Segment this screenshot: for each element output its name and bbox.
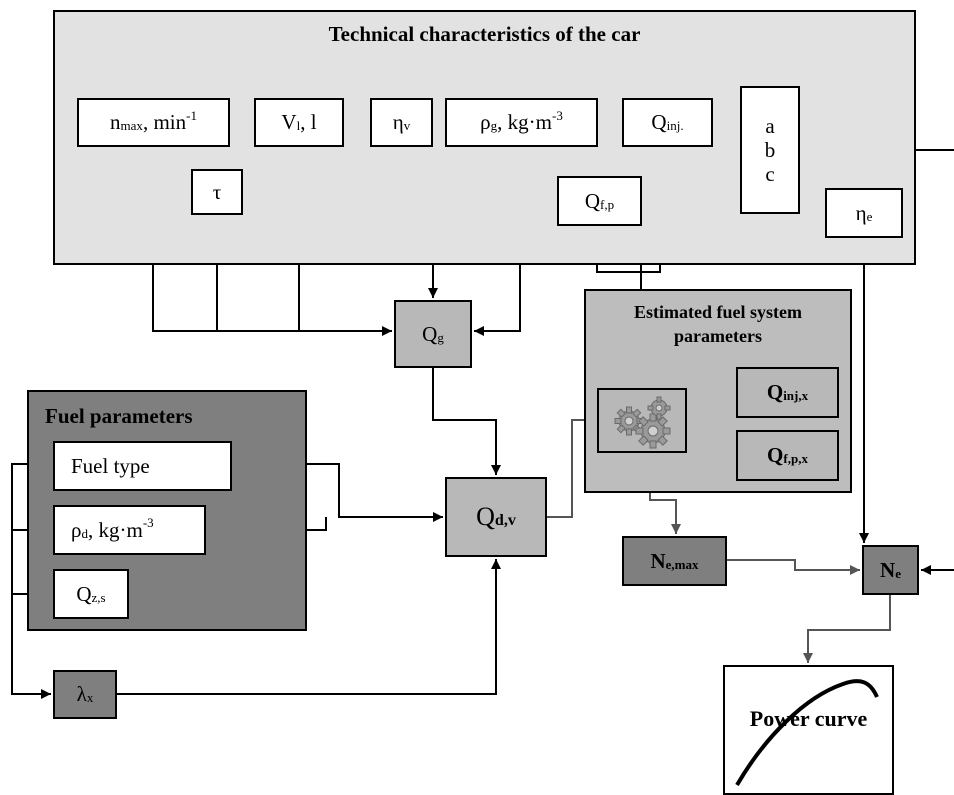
rho-g-subscript: g bbox=[490, 118, 498, 134]
q-fpx-symbol: Q bbox=[767, 443, 784, 467]
eta-e-subscript: e bbox=[866, 208, 873, 224]
gears-icon bbox=[614, 396, 671, 448]
n-e-subscript: e bbox=[895, 565, 901, 581]
eta-e-symbol: η bbox=[855, 200, 867, 225]
power-curve-line bbox=[735, 679, 879, 787]
fuel-title: Fuel parameters bbox=[45, 404, 193, 428]
q-fpx-subscript: f,p,x bbox=[783, 451, 808, 467]
q-zs-symbol: Q bbox=[76, 581, 92, 606]
fuel-type-box: Fuel type bbox=[53, 441, 232, 491]
conn-gears-nemax-2 bbox=[649, 493, 681, 534]
q-injx-symbol: Q bbox=[766, 380, 784, 404]
q-inj-symbol: Q bbox=[651, 110, 667, 134]
rho-d-subscript: d bbox=[81, 525, 88, 541]
rho-g-exponent: -3 bbox=[551, 107, 563, 123]
q-fp-subscript: f,p bbox=[600, 196, 615, 212]
lambda-x-subscript: x bbox=[86, 690, 94, 706]
lambda-x-symbol: λ bbox=[76, 682, 87, 706]
n-max-subscript: max bbox=[120, 118, 143, 134]
tau-symbol: τ bbox=[212, 179, 222, 204]
v-subscript: l bbox=[296, 118, 301, 134]
gears-box bbox=[597, 388, 687, 453]
v-unit: , l bbox=[300, 110, 317, 134]
conn-nemax-ne bbox=[727, 559, 860, 575]
q-g-subscript: g bbox=[437, 329, 444, 345]
estimated-title-line2: parameters bbox=[674, 326, 762, 347]
conn-lambda-qdv bbox=[117, 559, 501, 695]
n-emax-subscript: e,max bbox=[665, 556, 699, 572]
q-injx-subscript: inj,x bbox=[783, 388, 809, 404]
tau-box: τ bbox=[191, 169, 243, 215]
power-curve-box bbox=[723, 665, 894, 795]
power-curve-label: Power curve bbox=[749, 706, 868, 731]
estimated-title-line1: Estimated fuel system bbox=[634, 302, 802, 322]
n-max-unit: , min bbox=[142, 110, 187, 134]
n-emax-symbol: N bbox=[650, 548, 666, 573]
eta-v-symbol: η bbox=[392, 110, 404, 134]
eta-v-subscript: v bbox=[403, 118, 411, 134]
n-max-symbol: n bbox=[110, 110, 121, 134]
conn-ne-power bbox=[803, 595, 891, 663]
rho-g-unit: , kg·m bbox=[497, 110, 552, 134]
abc-c: c bbox=[765, 162, 775, 187]
rho-g-symbol: ρ bbox=[480, 110, 491, 134]
conn-qdv-gears bbox=[547, 415, 595, 518]
conn-qg-qdv bbox=[432, 368, 501, 475]
n-max-exponent: -1 bbox=[186, 107, 197, 123]
technical-title: Technical characteristics of the car bbox=[328, 22, 641, 46]
q-zs-subscript: z,s bbox=[91, 589, 106, 605]
rho-d-exponent: -3 bbox=[142, 515, 154, 531]
abc-b: b bbox=[764, 137, 776, 162]
rho-d-unit: , kg·m bbox=[88, 517, 143, 542]
estimated-title: Estimated fuel system parameters bbox=[584, 300, 852, 349]
q-dv-subscript: d,v bbox=[494, 511, 516, 529]
q-fp-symbol: Q bbox=[584, 188, 601, 213]
n-e-symbol: N bbox=[880, 557, 896, 582]
q-dv-symbol: Q bbox=[476, 502, 495, 531]
rho-d-symbol: ρ bbox=[71, 517, 82, 542]
q-inj-subscript: inj. bbox=[666, 118, 684, 134]
abc-box: a b c bbox=[740, 86, 800, 214]
q-g-symbol: Q bbox=[422, 321, 438, 346]
fuel-type-label: Fuel type bbox=[71, 453, 150, 478]
v-symbol: V bbox=[281, 110, 297, 134]
abc-a: a bbox=[765, 113, 775, 138]
